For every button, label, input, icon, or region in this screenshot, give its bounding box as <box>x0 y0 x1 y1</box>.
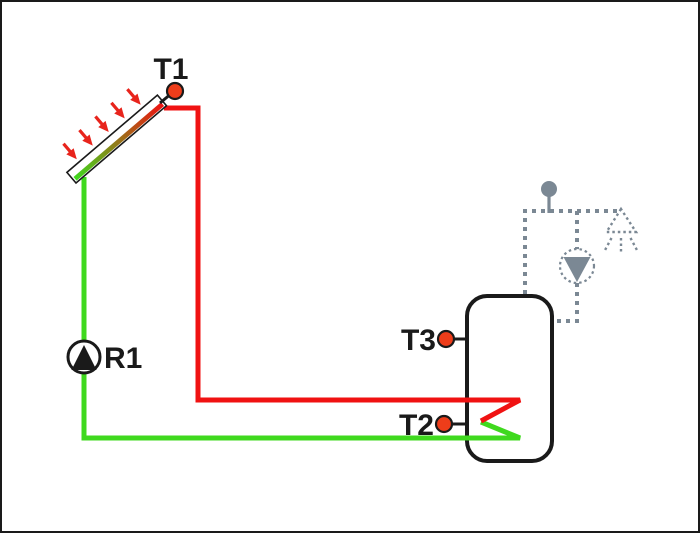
dhw-return-pipe-dashed <box>554 211 579 323</box>
sun-arrow-icon <box>94 115 109 133</box>
sun-arrow-icon <box>62 142 77 160</box>
sun-arrow-icon <box>78 129 93 146</box>
tank-sensor-t2: T2 <box>399 409 468 442</box>
solar-collector <box>62 88 168 185</box>
r1-label: R1 <box>104 342 142 375</box>
dhw-sensor-icon <box>541 181 557 197</box>
t2-label: T2 <box>399 409 434 442</box>
t1-sensor-icon <box>165 81 185 101</box>
dhw-pipe-dashed <box>523 209 618 294</box>
collector-absorber-stripe <box>73 102 165 181</box>
hot-flow-pipe <box>164 105 522 424</box>
t3-label: T3 <box>401 324 436 357</box>
sun-arrows-icon <box>62 88 141 160</box>
t1-label: T1 <box>153 53 188 86</box>
sun-arrow-icon <box>110 101 125 119</box>
sun-arrow-icon <box>126 88 141 105</box>
shower-spray-icon <box>602 237 640 253</box>
tank-sensor-t3: T3 <box>401 324 468 357</box>
tap-shower-icon <box>604 206 639 234</box>
dhw-circuit <box>523 181 640 323</box>
circulation-pump-triangle <box>563 257 591 282</box>
collector-sensor-t1: T1 <box>153 53 189 105</box>
pump-triangle-icon <box>71 345 97 370</box>
cold-return-pipe <box>81 177 521 441</box>
t2-sensor-icon <box>434 414 454 434</box>
t3-sensor-icon <box>436 329 456 349</box>
solar-pump-r1: R1 <box>66 339 142 375</box>
